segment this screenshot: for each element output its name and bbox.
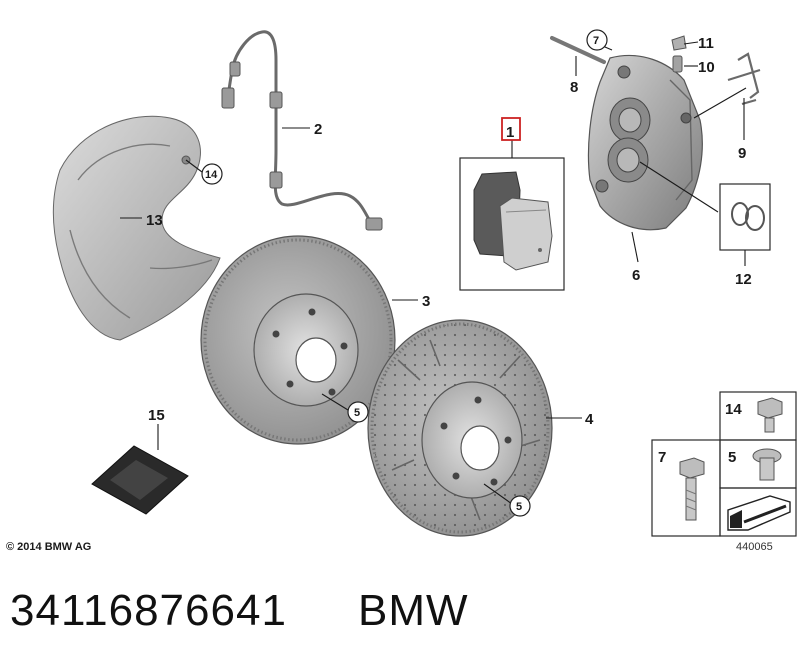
- bleeder-screw: [671, 35, 687, 73]
- callout-4: 4: [585, 411, 594, 428]
- callout-11: 11: [698, 35, 714, 52]
- callout-7: 7: [593, 35, 599, 47]
- callouts: 1 2 3 4 5 5 6 7 8 9 10 11 12 13 14 15 14…: [146, 29, 752, 517]
- brake-shield: [52, 115, 221, 341]
- wear-sensor: [221, 30, 383, 231]
- hardware-grid: [651, 391, 797, 537]
- brake-pads-group: [459, 140, 565, 291]
- brake-disc-3: [200, 235, 396, 445]
- bolt-14-icon: [757, 397, 783, 433]
- grid-label-14: 14: [725, 401, 742, 418]
- callout-10: 10: [698, 59, 715, 76]
- callout-6: 6: [632, 267, 640, 284]
- seal-kit: [719, 183, 771, 251]
- grid-label-5: 5: [728, 449, 736, 466]
- brake-disc-4: [367, 319, 553, 537]
- highlight-frame: [501, 117, 521, 141]
- brand-name: BMW: [358, 586, 469, 635]
- callout-13: 13: [146, 212, 163, 229]
- wedge-arrow-icon: [727, 495, 791, 531]
- callout-8: 8: [570, 79, 578, 96]
- callout-14: 14: [205, 169, 218, 181]
- callout-9: 9: [738, 145, 746, 162]
- callout-1: 1: [506, 124, 514, 141]
- grease-sachet: [91, 445, 189, 515]
- callout-3: 3: [422, 293, 430, 310]
- leader-lines: [120, 41, 747, 505]
- spring-clip: [727, 52, 761, 106]
- diagram-id: 440065: [736, 541, 773, 553]
- callout-12: 12: [735, 271, 752, 288]
- callout-5-upper: 5: [354, 407, 360, 419]
- seal-frame: [719, 183, 771, 251]
- callout-2: 2: [314, 121, 322, 138]
- grid-label-7: 7: [658, 449, 666, 466]
- bolt-5-icon: [752, 448, 782, 481]
- part-number: 34116876641: [10, 586, 287, 635]
- guide-pin: [550, 36, 606, 64]
- callout-15: 15: [148, 407, 165, 424]
- bolt-7-icon: [679, 457, 705, 521]
- brake-caliper: [587, 54, 703, 231]
- copyright-text: © 2014 BMW AG: [6, 541, 92, 553]
- callout-5-lower: 5: [516, 501, 522, 513]
